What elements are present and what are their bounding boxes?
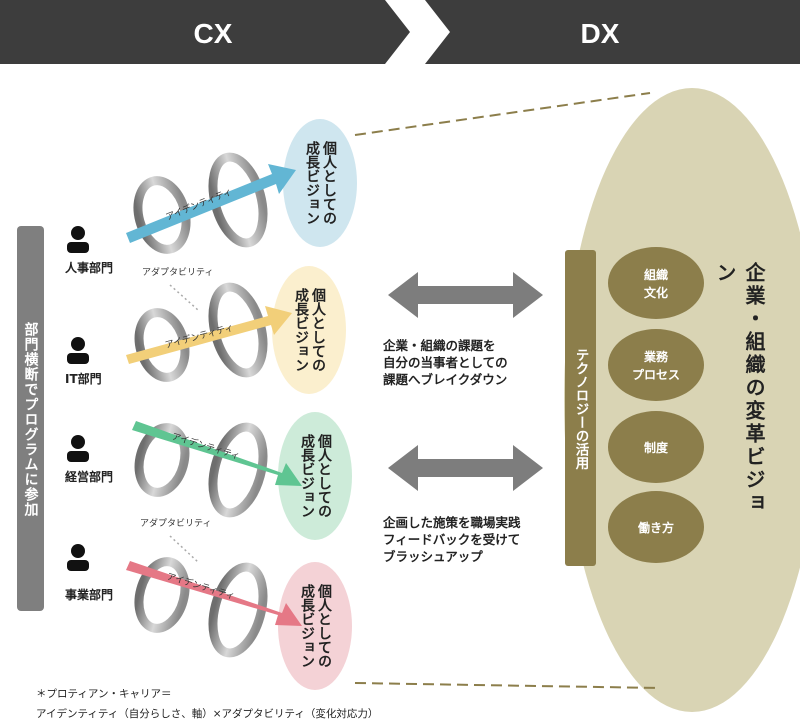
middle-text-practice: 企画した施策を職場実践 フィードバックを受けて ブラッシュアップ <box>383 515 521 564</box>
footnote-line2: アイデンティティ（自分らしさ、軸）×アダプタビリティ（変化対応力） <box>36 708 379 720</box>
person-icon <box>67 544 89 571</box>
dx-header-label: DX <box>581 18 620 49</box>
double-arrow-top <box>388 272 543 318</box>
adaptability-label-bottom: アダプタビリティ <box>140 517 211 529</box>
person-icon <box>67 435 89 462</box>
double-arrow-bottom <box>388 445 543 491</box>
pill-process <box>608 329 704 401</box>
person-icon <box>67 226 89 253</box>
identity-arrow-management <box>132 421 302 486</box>
vision-ellipse-management <box>278 412 352 540</box>
pill-culture-line1: 組織 <box>644 267 668 282</box>
department-label-business: 事業部門 <box>65 587 113 602</box>
footnote-line1: ＊プロティアン・キャリア＝ <box>36 688 172 700</box>
dashed-line-bottom <box>354 682 661 689</box>
identity-arrow-it <box>126 306 292 364</box>
vision-text-hr: 個人としての 成長ビジョン <box>304 141 337 225</box>
technology-bar <box>565 250 596 566</box>
dx-header-band <box>425 0 800 64</box>
pill-system <box>608 411 704 483</box>
cross-department-bar <box>17 226 44 611</box>
adaptability-dots-top <box>169 284 199 311</box>
department-label-hr: 人事部門 <box>65 260 113 275</box>
identity-arrow-hr <box>126 164 296 243</box>
vision-text-business: 個人としての 成長ビジョン <box>299 584 332 668</box>
middle-text-breakdown: 企業・組織の課題を 自分の当事者としての 課題へブレイクダウン <box>383 338 508 387</box>
department-label-management: 経営部門 <box>65 469 113 484</box>
vision-ellipse-it <box>272 266 346 394</box>
vision-ellipse-hr <box>283 119 357 247</box>
pill-process-line2: プロセス <box>632 367 680 382</box>
cx-header-band <box>0 0 410 64</box>
pill-culture <box>608 247 704 319</box>
transformation-vision-ellipse <box>564 88 800 712</box>
pill-system-label: 制度 <box>644 440 669 455</box>
spiral-management <box>134 422 268 518</box>
pill-process-line1: 業務 <box>643 349 669 364</box>
vision-text-it: 個人としての 成長ビジョン <box>293 288 326 372</box>
pill-workstyle <box>608 491 704 563</box>
vision-text-management: 個人としての 成長ビジョン <box>299 434 332 518</box>
adaptability-label-top: アダプタビリティ <box>142 266 213 278</box>
identity-arrow-business <box>126 561 302 626</box>
pill-workstyle-label: 働き方 <box>637 520 674 535</box>
technology-label: テクノロジーの活用 <box>572 348 589 470</box>
cx-header-label: CX <box>194 18 233 49</box>
pill-culture-line2: 文化 <box>644 285 668 300</box>
spiral-business <box>134 557 268 658</box>
department-label-it: IT部門 <box>65 371 102 386</box>
adaptability-dots-bottom <box>169 535 199 563</box>
cross-department-label: 部門横断でプログラムに参加 <box>22 321 39 517</box>
transformation-vision-title: 企業・組織の変革ビジョン <box>713 262 766 515</box>
vision-ellipse-business <box>278 562 352 690</box>
person-icon <box>67 337 89 364</box>
dashed-line-top <box>354 92 651 136</box>
